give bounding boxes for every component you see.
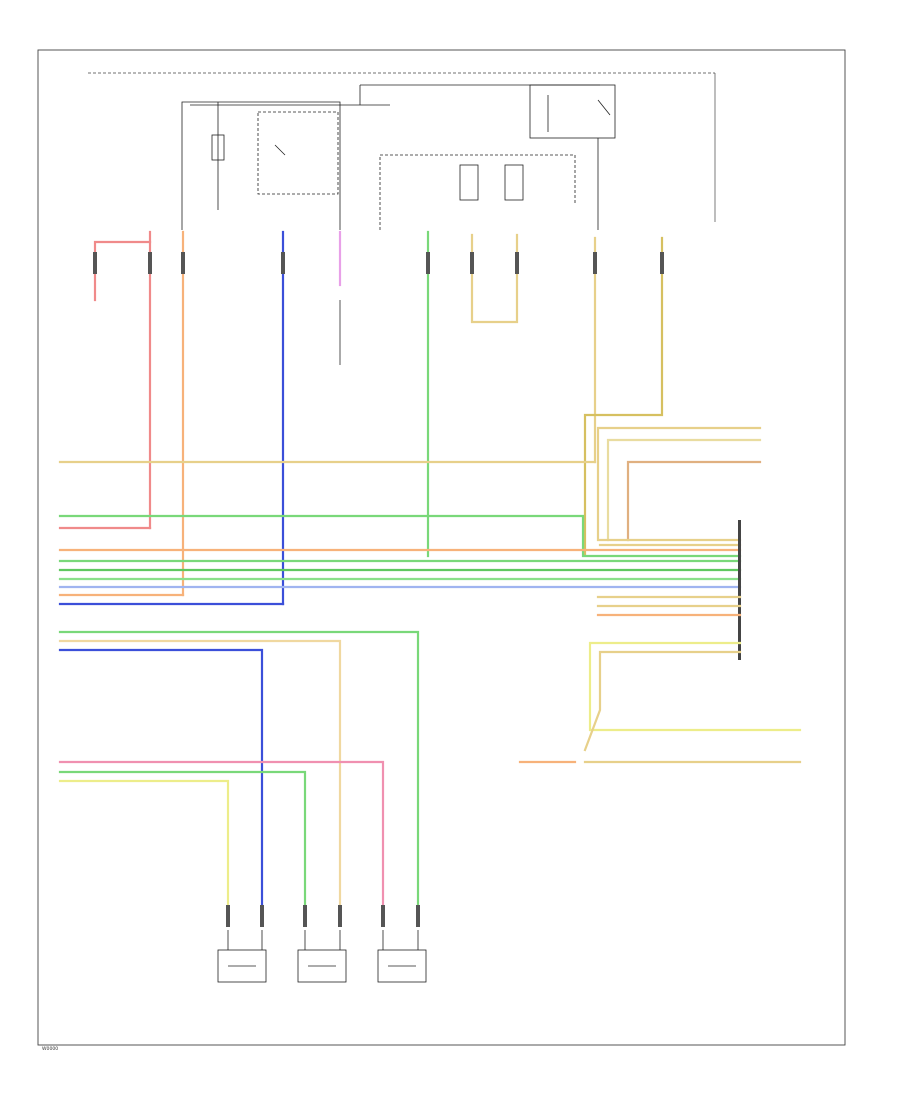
relay-box (529, 84, 616, 230)
wire-green-h2 (58, 514, 742, 558)
wire-tan-branch-b (606, 438, 762, 542)
wire-tan-loop (470, 233, 519, 324)
wire-yellow-lower6 (58, 779, 230, 912)
control-module-top (379, 154, 576, 230)
footer-code: W0000 (42, 1046, 58, 1052)
sensor-left (217, 949, 267, 983)
wire-green-lower5 (58, 770, 307, 912)
connector-block-right (738, 520, 741, 660)
wire-brown-branch (626, 460, 762, 542)
fuse-block-top (181, 84, 600, 230)
wire-tan-lower2 (58, 639, 342, 912)
wire-tan-branch-a (596, 426, 762, 542)
connector-pins (93, 252, 664, 927)
wire-green-lower1 (58, 630, 420, 912)
sensor-middle (297, 949, 347, 983)
wire-yellow-loop (588, 641, 802, 732)
wire-yellow-right (583, 236, 664, 557)
wire-pink-lower4 (58, 760, 385, 912)
sensor-right (377, 949, 427, 983)
wire-red-splice (93, 240, 152, 302)
wire-tan-loop-right (583, 650, 742, 752)
diagram-border (37, 49, 846, 1046)
wire-blue-lower3 (58, 648, 264, 912)
